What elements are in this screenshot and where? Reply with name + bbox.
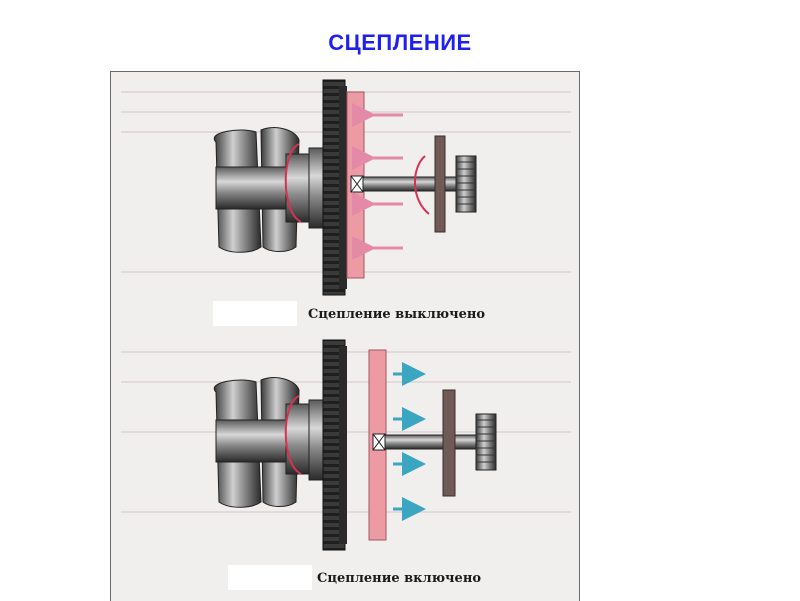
push-arrows-top bbox=[352, 103, 403, 260]
driven-disc-top bbox=[434, 135, 446, 233]
rotation-arrow-icon bbox=[284, 143, 302, 223]
shaft-bottom bbox=[372, 434, 484, 450]
clutch-engaged-assembly bbox=[213, 339, 497, 551]
flywheel-top bbox=[308, 79, 347, 296]
rotation-arrow-icon bbox=[284, 395, 302, 475]
shaft-top bbox=[350, 176, 472, 192]
crankshaft-bottom bbox=[213, 377, 317, 508]
flywheel-bottom bbox=[308, 339, 347, 551]
knurled-knob-bottom bbox=[475, 413, 497, 471]
blank-label-box bbox=[213, 301, 297, 326]
crankshaft-top bbox=[213, 127, 317, 253]
caption-clutch-disengaged: Сцепление выключено bbox=[308, 307, 486, 322]
caption-clutch-engaged: Сцепление включено bbox=[317, 571, 482, 586]
blank-label-box bbox=[228, 565, 312, 590]
slide-title: СЦЕПЛЕНИЕ bbox=[328, 30, 472, 55]
driven-disc-bottom bbox=[442, 389, 456, 497]
rotation-arrow-icon bbox=[413, 155, 430, 215]
pull-arrows-bottom bbox=[393, 362, 426, 521]
clutch-diagram bbox=[121, 79, 571, 551]
knurled-knob-top bbox=[455, 155, 477, 213]
clutch-disengaged-assembly bbox=[213, 79, 477, 296]
clutch-figure: Сцепление выключено Сцепление включено bbox=[110, 71, 580, 601]
